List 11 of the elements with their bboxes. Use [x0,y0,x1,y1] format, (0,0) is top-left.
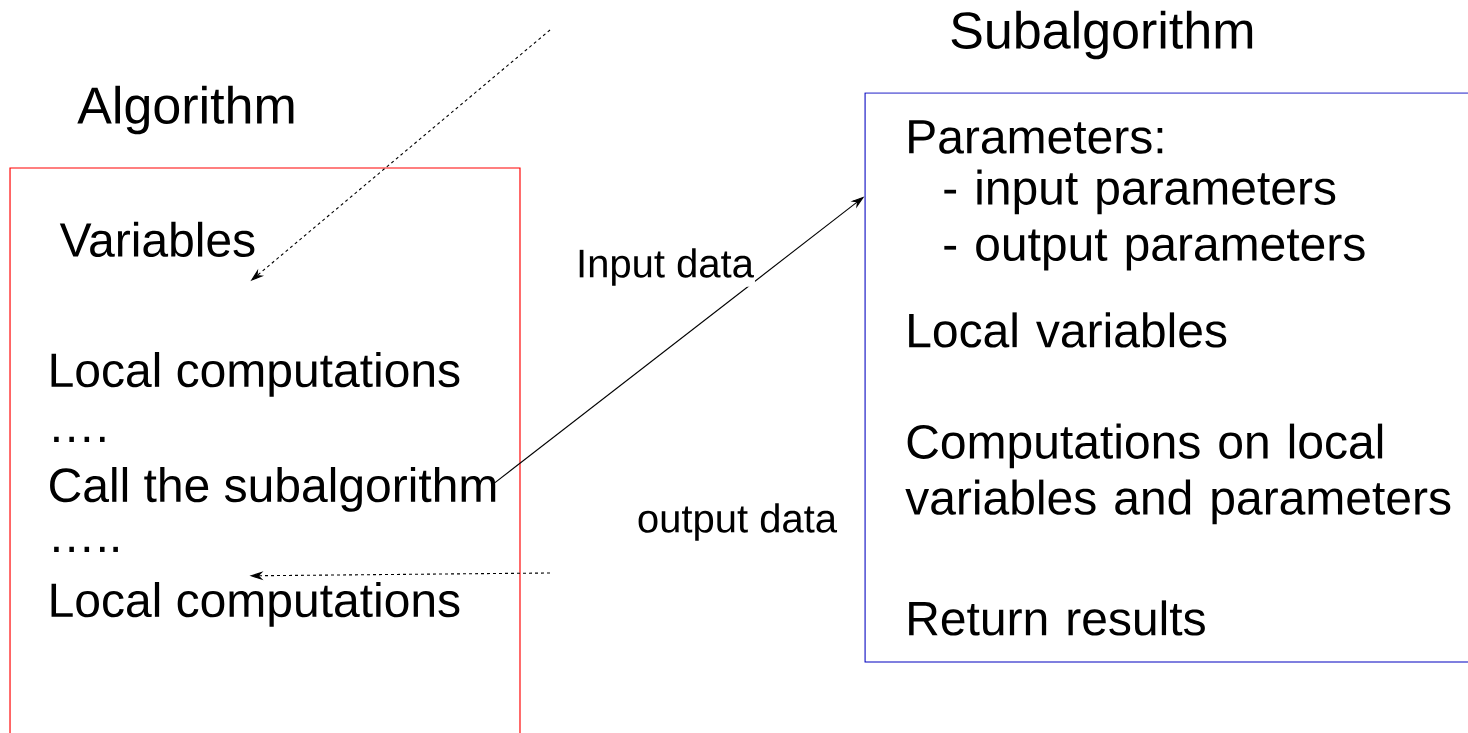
step-text: ….. [54,546,118,552]
node-label: Algorithm [77,85,294,135]
step-text: Local computations [51,582,460,627]
step-text: Local computations [51,352,460,397]
panel-box: Subalgorithm Parameters: - input parameters - output parameters Local variables Computations on local variables and parameters Return results [864,10,1468,663]
step-text: …. [54,436,105,442]
edge-label: output data [635,502,839,542]
step-text: Call the subalgorithm [50,467,496,512]
step-text: Variables [59,221,255,257]
node-label: Subalgorithm [951,10,1253,60]
edge-label: Input data [575,247,755,287]
